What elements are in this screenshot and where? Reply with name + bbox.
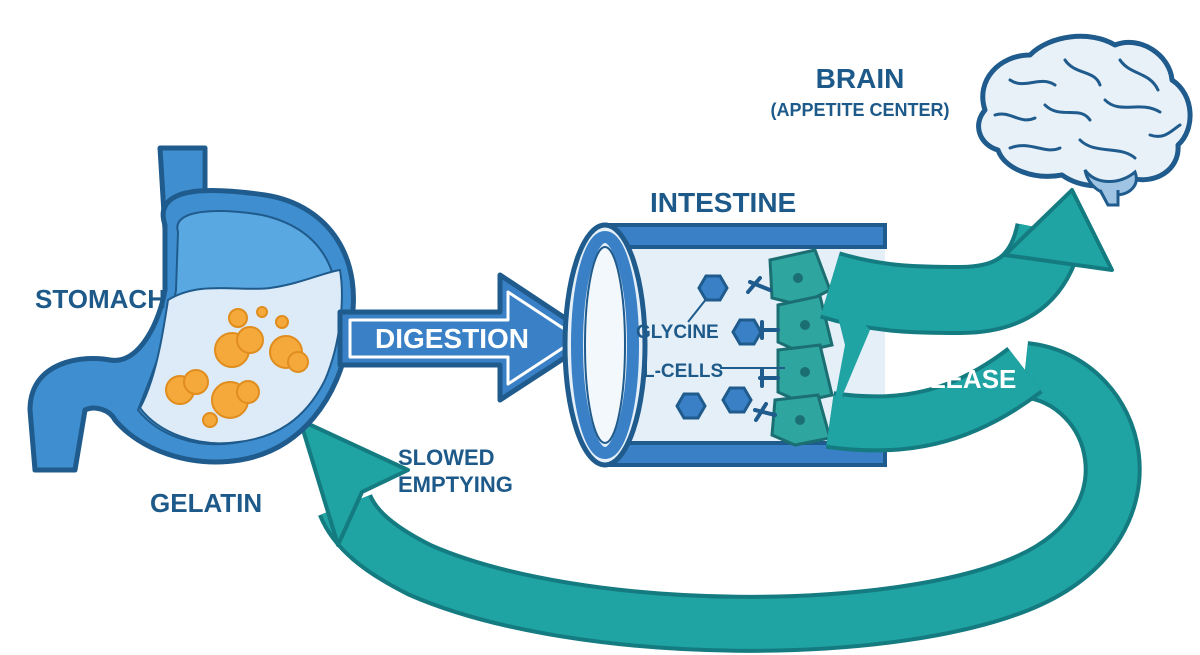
gelatin-label: GELATIN xyxy=(150,488,262,518)
glp1-release-arrow xyxy=(819,188,1114,453)
glp1-release-label-line2: RELEASE xyxy=(894,364,1017,394)
brain-sublabel: (APPETITE CENTER) xyxy=(770,100,949,120)
glycine-molecule-icon xyxy=(675,274,763,420)
brain-label: BRAIN xyxy=(816,63,905,94)
receptor-icon xyxy=(746,276,780,422)
stomach-label: STOMACH xyxy=(35,284,166,314)
slowed-emptying-label-line1: SLOWED xyxy=(398,445,495,470)
slowed-emptying-arrow xyxy=(298,341,1142,653)
l-cells-label: L-CELLS xyxy=(643,361,723,382)
gelatin-pieces xyxy=(165,306,309,428)
stomach-icon xyxy=(27,145,356,473)
digestion-arrow xyxy=(337,272,598,403)
glycine-label: GLYCINE xyxy=(636,322,719,343)
brain-icon xyxy=(976,33,1193,207)
intestine-label: INTESTINE xyxy=(650,187,796,218)
digestion-label: DIGESTION xyxy=(375,323,529,354)
glp1-release-label-line1: GLP-1 xyxy=(920,332,997,362)
slowed-emptying-label-line2: EMPTYING xyxy=(398,472,513,497)
